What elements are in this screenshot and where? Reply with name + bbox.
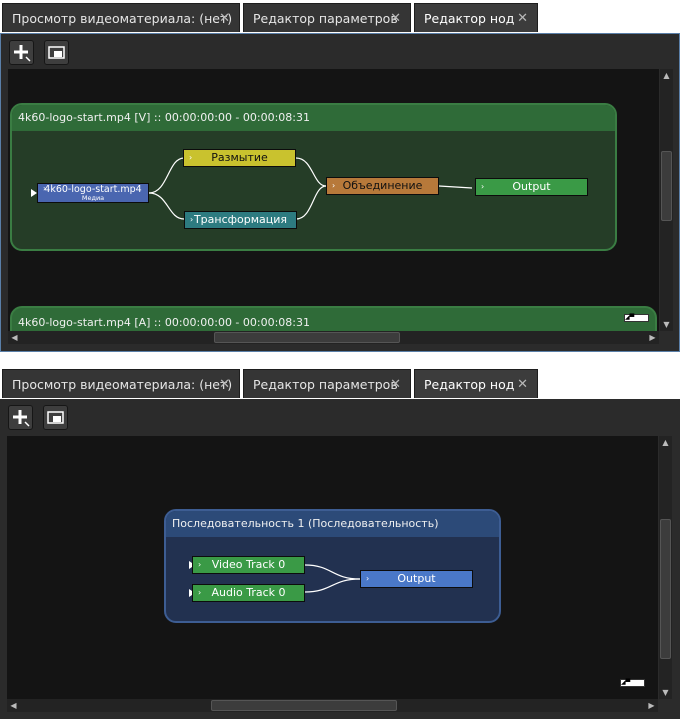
- fit-view-icon: [47, 411, 64, 424]
- scroll-down-arrow[interactable]: ▼: [662, 688, 669, 697]
- node-output[interactable]: › Output: [475, 178, 588, 196]
- node-transform-label: Трансформация: [193, 213, 288, 226]
- add-node-icon: [14, 45, 31, 62]
- node-editor-body: Последовательность 1 (Последовательность…: [0, 399, 680, 719]
- node-audio-track-label: Audio Track 0: [211, 586, 286, 599]
- tab-parameter-editor[interactable]: Редактор параметров ✕: [243, 3, 411, 32]
- add-node-button[interactable]: [8, 405, 33, 430]
- tab-node-editor[interactable]: Редактор нод ✕: [414, 369, 538, 398]
- tab-media-viewer[interactable]: Просмотр видеоматериала: (нет) ✕: [2, 369, 240, 398]
- fit-view-button[interactable]: [44, 40, 69, 65]
- tab-label: Редактор параметров: [253, 377, 398, 392]
- close-icon[interactable]: ✕: [219, 11, 230, 26]
- node-output[interactable]: › Output: [360, 570, 473, 588]
- node-canvas[interactable]: 4k60-logo-start.mp4 [V] :: 00:00:00:00 -…: [8, 69, 659, 331]
- scroll-right-arrow[interactable]: ▶: [648, 701, 655, 710]
- vertical-scrollbar[interactable]: ▲ ▼: [659, 436, 672, 699]
- tab-node-editor[interactable]: Редактор нод ✕: [414, 3, 538, 32]
- group-sequence-title: Последовательность 1 (Последовательность…: [172, 517, 439, 530]
- scroll-left-arrow[interactable]: ◀: [11, 333, 18, 342]
- vertical-scroll-thumb[interactable]: [661, 151, 672, 221]
- node-video-track[interactable]: › Video Track 0: [192, 556, 305, 574]
- fit-view-button[interactable]: [43, 405, 68, 430]
- close-icon[interactable]: ✕: [517, 377, 528, 392]
- tab-label: Просмотр видеоматериала: (нет): [12, 11, 233, 26]
- node-merge[interactable]: › Объединение: [326, 177, 439, 195]
- fit-view-icon: [48, 46, 65, 59]
- node-merge-label: Объединение: [342, 179, 423, 192]
- tab-label: Редактор нод: [424, 11, 515, 26]
- node-media-sublabel: Медиа: [81, 194, 105, 202]
- node-media-label: 4k60-logo-start.mp4: [44, 184, 142, 195]
- scroll-down-arrow[interactable]: ▼: [663, 320, 670, 329]
- add-node-button[interactable]: [9, 40, 34, 65]
- node-canvas[interactable]: Последовательность 1 (Последовательность…: [7, 436, 658, 699]
- horizontal-scrollbar[interactable]: ◀ ▶: [8, 331, 659, 344]
- scroll-up-arrow[interactable]: ▲: [662, 438, 669, 447]
- node-audio-track[interactable]: › Audio Track 0: [192, 584, 305, 602]
- node-blur-label: Размытие: [211, 151, 268, 164]
- vertical-scrollbar[interactable]: ▲ ▼: [660, 69, 673, 331]
- node-editor-panel-top: Просмотр видеоматериала: (нет) ✕ Редакто…: [0, 0, 680, 352]
- close-icon[interactable]: ✕: [390, 11, 401, 26]
- add-node-icon: [13, 410, 30, 427]
- horizontal-scroll-thumb[interactable]: [211, 700, 397, 711]
- tab-label: Редактор параметров: [253, 11, 398, 26]
- scroll-right-arrow[interactable]: ▶: [649, 333, 656, 342]
- node-transform[interactable]: › Трансформация: [184, 211, 297, 229]
- tab-label: Редактор нод: [424, 377, 515, 392]
- horizontal-scrollbar[interactable]: ◀ ▶: [7, 699, 658, 712]
- tab-bar: Просмотр видеоматериала: (нет) ✕ Редакто…: [0, 366, 680, 399]
- tab-label: Просмотр видеоматериала: (нет): [12, 377, 233, 392]
- minimap-indicator[interactable]: ◢▀: [624, 314, 649, 322]
- tab-bar: Просмотр видеоматериала: (нет) ✕ Редакто…: [0, 0, 680, 33]
- vertical-scroll-thumb[interactable]: [660, 519, 671, 659]
- group-video[interactable]: 4k60-logo-start.mp4 [V] :: 00:00:00:00 -…: [10, 103, 617, 251]
- tab-parameter-editor[interactable]: Редактор параметров ✕: [243, 369, 411, 398]
- node-editor-body: 4k60-logo-start.mp4 [V] :: 00:00:00:00 -…: [0, 33, 680, 352]
- node-output-label: Output: [397, 572, 436, 585]
- close-icon[interactable]: ✕: [517, 11, 528, 26]
- horizontal-scroll-thumb[interactable]: [214, 332, 400, 343]
- tab-media-viewer[interactable]: Просмотр видеоматериала: (нет) ✕: [2, 3, 240, 32]
- close-icon[interactable]: ✕: [219, 377, 230, 392]
- node-blur[interactable]: › Размытие: [183, 149, 296, 167]
- scroll-up-arrow[interactable]: ▲: [663, 71, 670, 80]
- node-output-label: Output: [512, 180, 551, 193]
- input-port[interactable]: [31, 189, 37, 197]
- node-editor-panel-bottom: Просмотр видеоматериала: (нет) ✕ Редакто…: [0, 366, 680, 719]
- group-audio-title: 4k60-logo-start.mp4 [A] :: 00:00:00:00 -…: [18, 316, 311, 329]
- group-audio[interactable]: 4k60-logo-start.mp4 [A] :: 00:00:00:00 -…: [10, 306, 657, 331]
- node-media[interactable]: › 4k60-logo-start.mp4 Медиа: [37, 183, 149, 203]
- close-icon[interactable]: ✕: [390, 377, 401, 392]
- scroll-left-arrow[interactable]: ◀: [10, 701, 17, 710]
- node-video-track-label: Video Track 0: [211, 558, 286, 571]
- minimap-indicator[interactable]: ◢▀: [620, 679, 645, 687]
- group-video-title: 4k60-logo-start.mp4 [V] :: 00:00:00:00 -…: [18, 111, 311, 124]
